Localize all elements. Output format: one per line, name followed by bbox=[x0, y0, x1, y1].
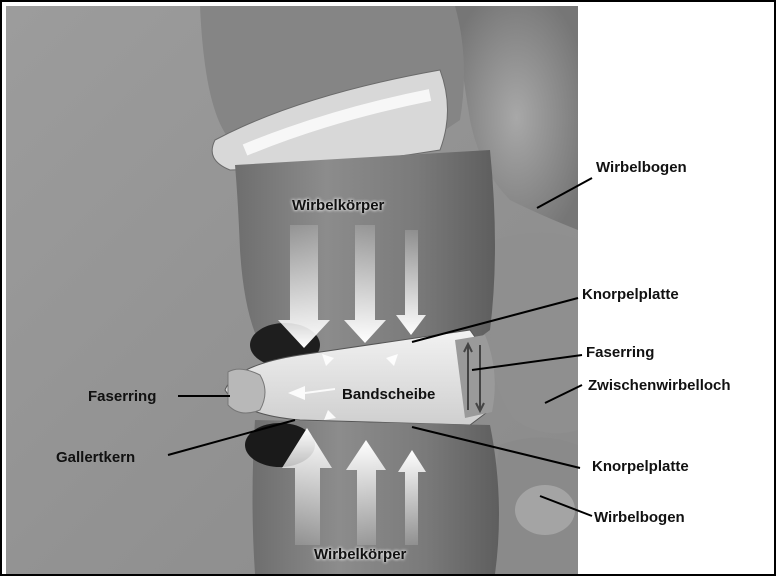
label-wirbelkoerper-bottom: Wirbelkörper bbox=[314, 547, 406, 562]
label-bandscheibe: Bandscheibe bbox=[342, 387, 435, 402]
label-zwischenwirbelloch: Zwischenwirbelloch bbox=[588, 378, 731, 393]
label-faserring-right: Faserring bbox=[586, 345, 654, 360]
label-knorpelplatte-bottom: Knorpelplatte bbox=[592, 459, 689, 474]
label-wirbelbogen-bottom: Wirbelbogen bbox=[594, 510, 685, 525]
label-faserring-left: Faserring bbox=[88, 389, 156, 404]
label-gallertkern: Gallertkern bbox=[56, 450, 135, 465]
label-wirbelbogen-top: Wirbelbogen bbox=[596, 160, 687, 175]
label-wirbelkoerper-top: Wirbelkörper bbox=[292, 198, 384, 213]
label-knorpelplatte-top: Knorpelplatte bbox=[582, 287, 679, 302]
